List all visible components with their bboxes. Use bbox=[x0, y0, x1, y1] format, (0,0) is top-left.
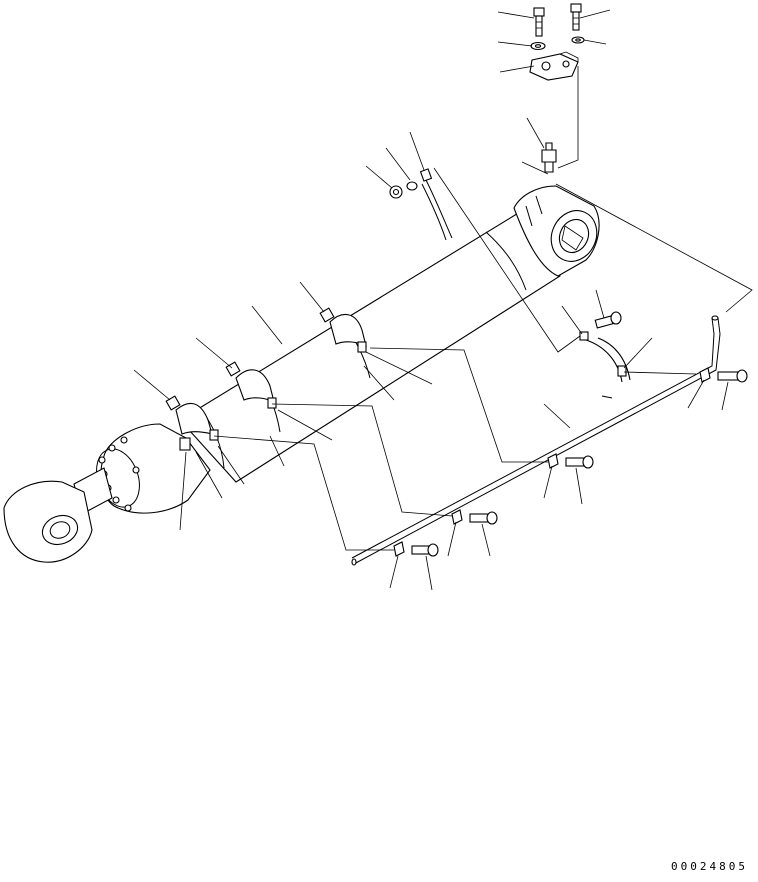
top-bolt-right bbox=[570, 3, 582, 31]
washer-left bbox=[530, 41, 546, 51]
mount-bracket-plate bbox=[529, 51, 579, 81]
pipe-clamp-1 bbox=[393, 541, 439, 557]
nut-and-washer bbox=[389, 181, 418, 199]
pipe-clamp-2 bbox=[451, 509, 498, 525]
cable-clip bbox=[419, 168, 453, 241]
washer-right bbox=[571, 36, 585, 44]
drawing-number: 00024805 bbox=[671, 860, 748, 873]
hydraulic-cylinder bbox=[3, 185, 600, 563]
right-clamp bbox=[579, 331, 631, 399]
leader-lines-top bbox=[497, 9, 611, 175]
leader-lines bbox=[133, 131, 753, 591]
grease-fitting bbox=[541, 142, 557, 173]
bolt-right-clamp bbox=[594, 311, 622, 329]
top-bolt-left bbox=[533, 7, 545, 37]
pipe-clamp-3 bbox=[547, 453, 594, 469]
pipe-clamp-4 bbox=[699, 367, 748, 383]
